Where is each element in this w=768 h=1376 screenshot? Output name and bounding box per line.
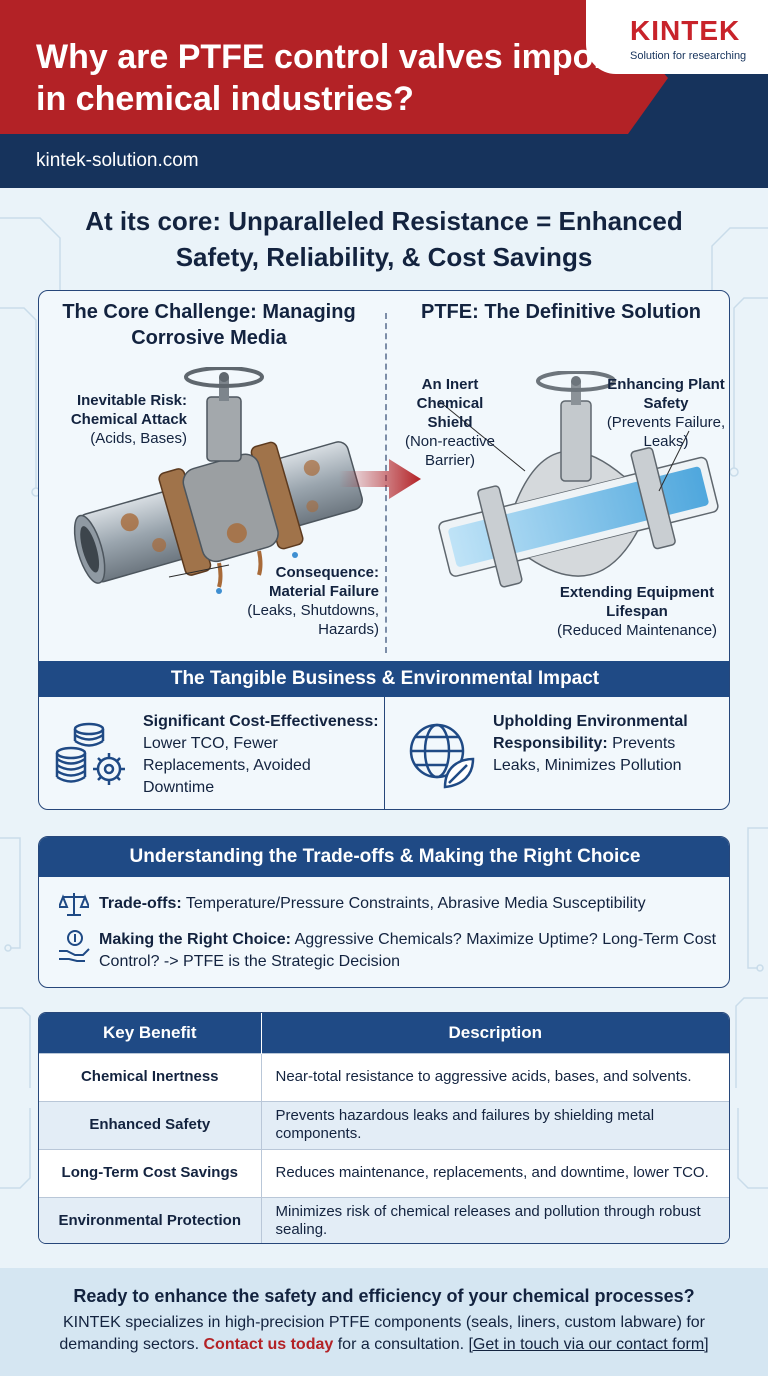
lifespan-label: Extending Equipment Lifespan: [559, 584, 715, 620]
right-choice-row: Making the Right Choice: Aggressive Chem…: [99, 929, 719, 973]
hand-coin-icon: [59, 930, 90, 962]
environment-impact-text: Upholding Environmental Responsibility: …: [493, 711, 723, 777]
page-title: Why are PTFE control valves important in…: [36, 38, 669, 118]
site-url[interactable]: kintek-solution.com: [36, 150, 199, 171]
description-cell: Minimizes risk of chemical releases and …: [261, 1196, 729, 1243]
tradeoffs-panel: Understanding the Trade-offs & Making th…: [38, 836, 730, 988]
consequence-detail: (Leaks, Shutdowns, Hazards): [247, 602, 379, 638]
headline: At its core: Unparalleled Resistance = E…: [85, 206, 683, 272]
safety-detail: (Prevents Failure, Leaks): [606, 414, 726, 450]
tradeoffs-row: Trade-offs: Temperature/Pressure Constra…: [99, 893, 646, 915]
benefits-table: Key Benefit Description Chemical Inertne…: [38, 1012, 730, 1244]
column-header-benefit: Key Benefit: [39, 1013, 262, 1053]
environment-impact-cell: Upholding Environmental Responsibility: …: [385, 697, 729, 809]
coins-gear-icon: [55, 722, 125, 785]
table-row: Long-Term Cost Savings Reduces maintenan…: [39, 1148, 729, 1197]
tradeoffs-detail: Temperature/Pressure Constraints, Abrasi…: [185, 895, 646, 912]
scale-icon: [59, 893, 89, 916]
contact-form-link[interactable]: [Get in touch via our contact form]: [468, 1336, 709, 1353]
tradeoffs-title: Understanding the Trade-offs & Making th…: [39, 837, 729, 877]
logo-name: KINTEK: [630, 15, 741, 46]
table-header-row: Key Benefit Description: [39, 1013, 729, 1053]
description-cell: Near-total resistance to aggressive acid…: [261, 1052, 729, 1101]
safety-label: Enhancing Plant Safety: [607, 376, 725, 412]
challenge-title: The Core Challenge: Managing Corrosive M…: [62, 301, 356, 349]
footer-description: KINTEK specializes in high-precision PTF…: [59, 1314, 706, 1353]
risk-label: Inevitable Risk: Chemical Attack: [70, 392, 187, 428]
consequence-callout: Consequence: Material Failure (Leaks, Sh…: [219, 563, 379, 639]
column-header-description: Description: [261, 1013, 729, 1053]
contact-us-link[interactable]: Contact us today: [203, 1336, 334, 1353]
table-row: Enhanced Safety Prevents hazardous leaks…: [39, 1100, 729, 1149]
benefit-cell: Long-Term Cost Savings: [39, 1148, 262, 1197]
cost-impact-cell: Significant Cost-Effectiveness: Lower TC…: [39, 697, 385, 809]
header-red-band: [0, 0, 668, 134]
benefit-cell: Environmental Protection: [39, 1196, 262, 1243]
right-choice-detail: Aggressive Chemicals? Maximize Uptime? L…: [99, 931, 717, 970]
description-cell: Reduces maintenance, replacements, and d…: [261, 1148, 729, 1197]
shield-callout: An Inert Chemical Shield (Non-reactive B…: [395, 375, 505, 470]
tradeoffs-label: Trade-offs:: [99, 895, 182, 912]
globe-leaf-icon: [409, 723, 475, 789]
safety-callout: Enhancing Plant Safety (Prevents Failure…: [605, 375, 727, 451]
cost-impact-label: Significant Cost-Effectiveness:: [143, 713, 379, 730]
logo-tagline: Solution for researching: [630, 50, 747, 62]
risk-callout: Inevitable Risk: Chemical Attack (Acids,…: [47, 391, 187, 448]
impact-section-title: The Tangible Business & Environmental Im…: [39, 661, 729, 697]
right-choice-label: Making the Right Choice:: [99, 931, 291, 948]
table-row: Chemical Inertness Near-total resistance…: [39, 1052, 729, 1101]
arrow-right-icon: [339, 459, 421, 499]
footer-consultation-text: for a consultation.: [337, 1336, 465, 1353]
lifespan-callout: Extending Equipment Lifespan (Reduced Ma…: [547, 583, 727, 640]
footer-question: Ready to enhance the safety and efficien…: [73, 1286, 695, 1306]
environment-impact-detail: Prevents Leaks, Minimizes Pollution: [493, 735, 682, 774]
solution-title: PTFE: The Definitive Solution: [421, 301, 701, 323]
cost-impact-detail: Lower TCO, Fewer Replacements, Avoided D…: [143, 735, 311, 796]
environment-impact-label: Upholding Environmental Responsibility:: [493, 713, 688, 752]
footer-text: KINTEK specializes in high-precision PTF…: [24, 1312, 744, 1356]
benefit-cell: Enhanced Safety: [39, 1100, 262, 1149]
table-row: Environmental Protection Minimizes risk …: [39, 1196, 729, 1243]
cost-impact-text: Significant Cost-Effectiveness: Lower TC…: [143, 711, 379, 799]
consequence-label: Consequence: Material Failure: [268, 564, 379, 600]
description-cell: Prevents hazardous leaks and failures by…: [261, 1100, 729, 1149]
footer-cta: Ready to enhance the safety and efficien…: [0, 1268, 768, 1376]
benefit-cell: Chemical Inertness: [39, 1052, 262, 1101]
shield-label: An Inert Chemical Shield: [416, 376, 484, 431]
lifespan-detail: (Reduced Maintenance): [556, 622, 718, 639]
comparison-panel: The Core Challenge: Managing Corrosive M…: [38, 290, 730, 810]
header-banner: Why are PTFE control valves important in…: [0, 0, 768, 188]
ptfe-valve-illustration: [438, 371, 719, 588]
risk-detail: (Acids, Bases): [90, 430, 187, 447]
shield-detail: (Non-reactive Barrier): [404, 433, 496, 469]
logo[interactable]: KINTEK Solution for researching: [586, 0, 768, 74]
